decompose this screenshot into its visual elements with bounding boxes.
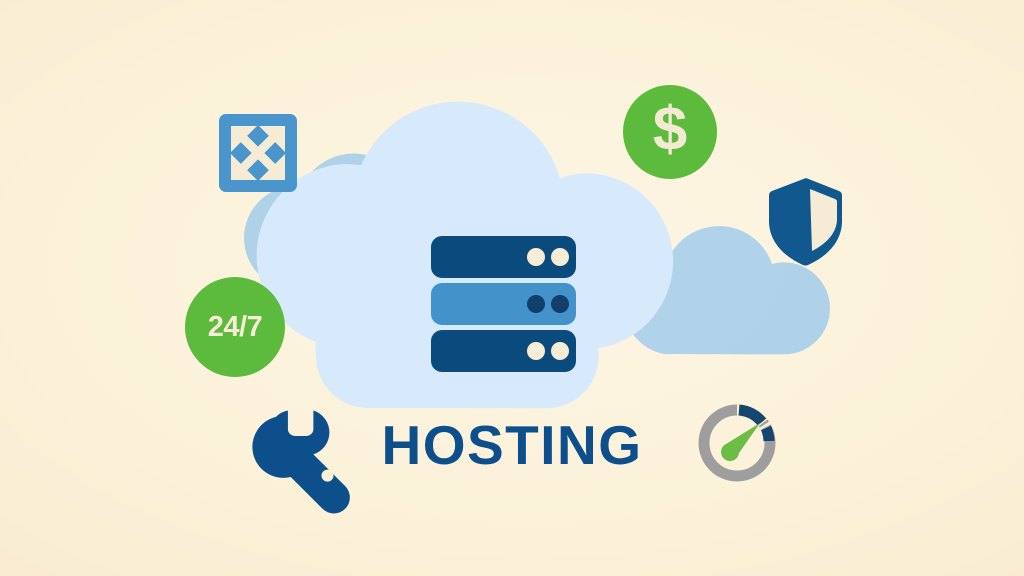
server-light: [551, 248, 569, 266]
server-bar-bottom: [431, 330, 576, 372]
page-title: HOSTING: [381, 414, 643, 476]
server-light: [551, 295, 569, 313]
gauge-needle: [721, 423, 760, 462]
money-badge: $: [623, 85, 717, 179]
server-light: [527, 295, 545, 313]
uptime-badge: 24/7: [185, 277, 285, 377]
server-bar-middle: [431, 283, 576, 325]
server-light: [527, 248, 545, 266]
uptime-badge-label: 24/7: [207, 310, 263, 343]
server-light: [551, 342, 569, 360]
server-light: [527, 342, 545, 360]
cloud-secondary-right-icon: [624, 226, 830, 355]
server-bar-top: [431, 236, 576, 278]
money-badge-label: $: [652, 95, 688, 164]
gauge-segments: [736, 403, 775, 442]
